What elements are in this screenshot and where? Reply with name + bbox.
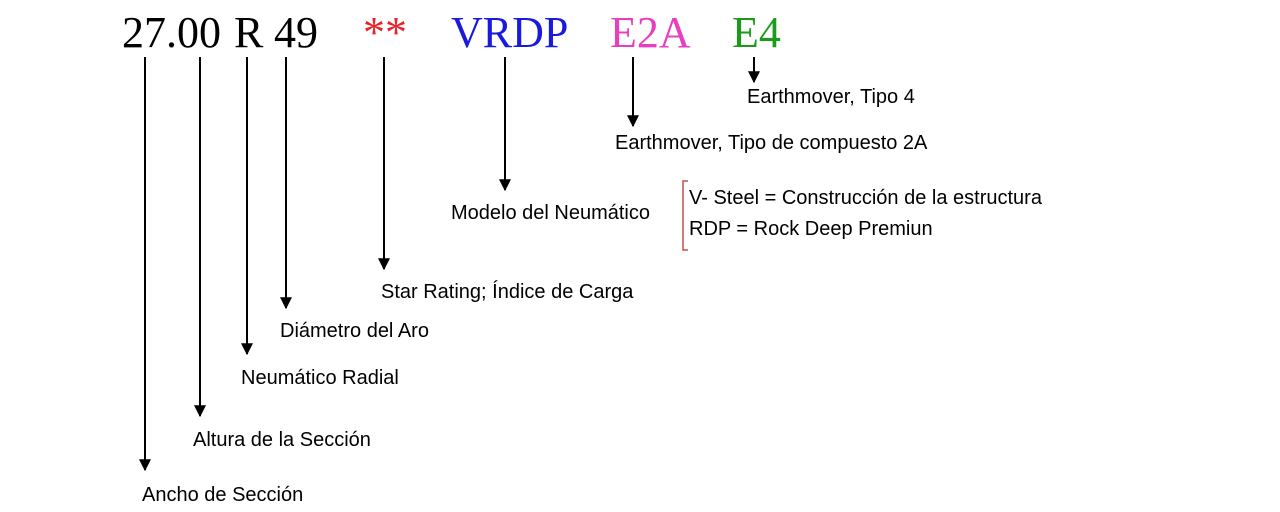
code-rim: 49 xyxy=(274,8,318,57)
code-radial: R xyxy=(234,8,264,57)
label-model: Modelo del Neumático xyxy=(451,202,650,224)
code-model: VRDP xyxy=(451,8,569,57)
label-section-height: Altura de la Sección xyxy=(193,429,371,451)
code-type: E4 xyxy=(732,8,781,57)
code-stars: ** xyxy=(363,8,407,57)
code-size: 27.00 xyxy=(122,8,221,57)
label-section-width: Ancho de Sección xyxy=(142,484,304,506)
label-model-detail-2: RDP = Rock Deep Premiun xyxy=(689,218,933,240)
label-model-detail-1: V- Steel = Construcción de la estructura xyxy=(689,187,1042,209)
label-compound: Earthmover, Tipo de compuesto 2A xyxy=(615,132,928,154)
code-compound: E2A xyxy=(610,8,691,57)
label-type: Earthmover, Tipo 4 xyxy=(747,86,915,108)
label-rim-diameter: Diámetro del Aro xyxy=(280,320,429,342)
model-detail-bracket xyxy=(682,180,688,251)
label-radial: Neumático Radial xyxy=(241,367,399,389)
label-star-rating: Star Rating; Índice de Carga xyxy=(381,281,634,303)
